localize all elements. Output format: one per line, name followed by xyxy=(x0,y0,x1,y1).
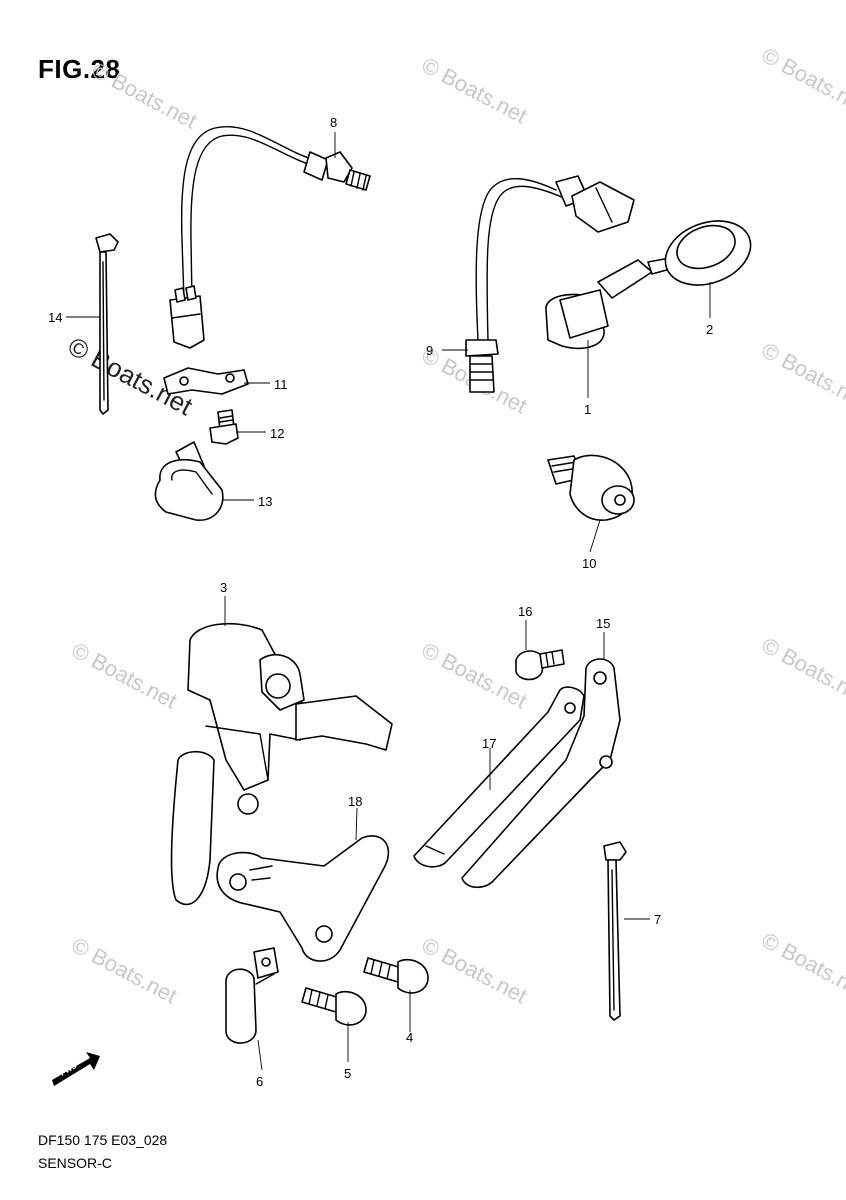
callout-3: 3 xyxy=(220,580,227,595)
part-5-bolt xyxy=(301,987,367,1026)
callout-7: 7 xyxy=(654,912,661,927)
callout-16: 16 xyxy=(518,604,532,619)
part-4-bolt xyxy=(363,957,429,994)
callout-17: 17 xyxy=(482,736,496,751)
callout-13: 13 xyxy=(258,494,272,509)
watermark: © Boats.net xyxy=(68,637,182,713)
part-3-bracket xyxy=(170,622,393,906)
callout-18: 18 xyxy=(348,794,362,809)
watermark: © Boats.net xyxy=(418,637,532,713)
part-16-bolt xyxy=(515,649,565,681)
part-8-sensor-cable xyxy=(169,126,371,349)
callouts: 8 14 11 12 13 9 1 2 10 3 18 6 5 4 16 15 … xyxy=(48,115,713,1089)
part-18-bracket-plate xyxy=(216,835,390,962)
callout-6: 6 xyxy=(256,1074,263,1089)
part-10-knock-sensor xyxy=(547,454,635,521)
figure-code: DF150 175 E03_028 xyxy=(38,1132,168,1148)
figure-title: FIG.28 xyxy=(38,54,121,84)
part-1-sensor xyxy=(545,257,675,350)
part-17-strap xyxy=(413,686,585,868)
part-12-bolt xyxy=(209,409,239,445)
callout-5: 5 xyxy=(344,1066,351,1081)
callout-2: 2 xyxy=(706,322,713,337)
callout-4: 4 xyxy=(406,1030,413,1045)
part-2-grommet xyxy=(664,220,752,286)
part-7-cable-tie xyxy=(603,841,627,1021)
watermark: © Boats.net xyxy=(68,932,182,1008)
callout-9: 9 xyxy=(426,343,433,358)
watermark: © Boats.net xyxy=(758,42,846,118)
leader-lines xyxy=(66,132,711,1071)
callout-1: 1 xyxy=(584,402,591,417)
callout-12: 12 xyxy=(270,426,284,441)
fwd-arrow-icon: FWD xyxy=(52,1052,100,1086)
callout-14: 14 xyxy=(48,310,62,325)
part-13-clamp xyxy=(154,441,224,521)
watermark: © Boats.net xyxy=(418,52,532,128)
watermark: © Boats.net xyxy=(758,632,846,708)
part-9-sensor-cable xyxy=(465,175,635,393)
watermark: © Boats.net xyxy=(418,932,532,1008)
watermark: © Boats.net xyxy=(88,57,202,133)
figure-name: SENSOR-C xyxy=(38,1155,112,1171)
callout-15: 15 xyxy=(596,616,610,631)
part-11-plate xyxy=(163,367,249,395)
callout-10: 10 xyxy=(582,556,596,571)
callout-8: 8 xyxy=(330,115,337,130)
watermark: © Boats.net xyxy=(758,337,846,413)
watermark: © Boats.net xyxy=(758,927,846,1003)
part-15-bracket xyxy=(461,658,621,889)
part-14-cable-tie xyxy=(95,233,119,415)
callout-11: 11 xyxy=(274,377,288,392)
part-6-clip xyxy=(225,947,279,1044)
